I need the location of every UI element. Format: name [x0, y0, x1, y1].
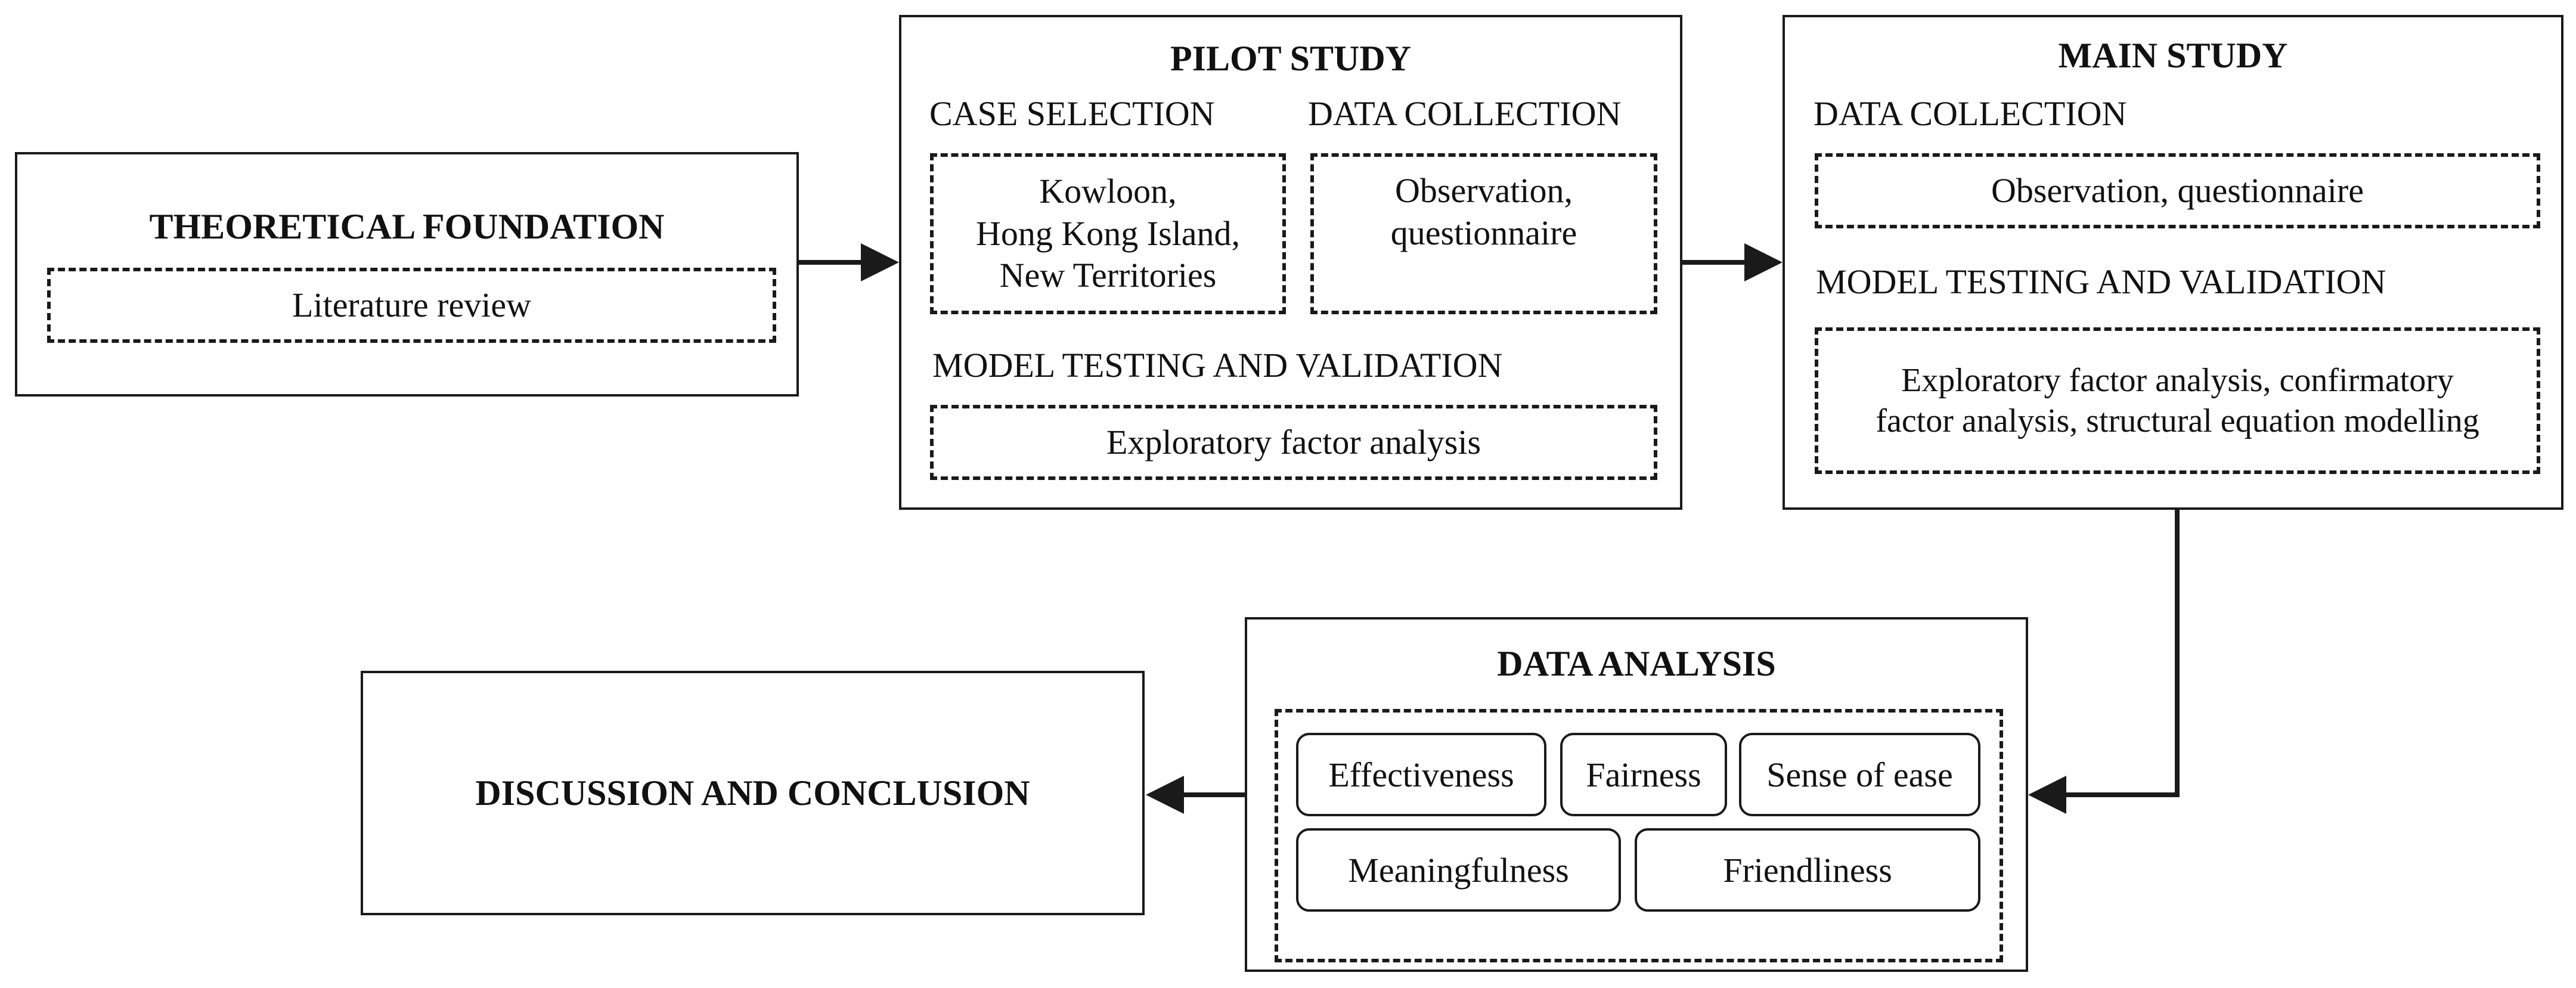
arrow-main-to-analysis	[2028, 510, 2180, 814]
theoretical-foundation-title: THEORETICAL FOUNDATION	[149, 207, 665, 246]
main-model-testing-heading: MODEL TESTING AND VALIDATION	[1816, 262, 2386, 301]
dimension-friendliness: Friendliness	[1635, 828, 1980, 912]
pilot-case-selection-heading: CASE SELECTION	[929, 94, 1215, 133]
pilot-model-testing-heading: MODEL TESTING AND VALIDATION	[932, 346, 1503, 385]
dimension-fairness: Fairness	[1560, 733, 1727, 816]
pilot-model-testing-text: Exploratory factor analysis	[1106, 422, 1481, 462]
pilot-data-collection-item: Observation, questionnaire	[1310, 153, 1657, 314]
main-model-testing-text: Exploratory factor analysis, confirmator…	[1876, 361, 2479, 439]
pilot-data-collection-heading: DATA COLLECTION	[1308, 94, 1622, 133]
literature-review-item: Literature review	[47, 268, 776, 343]
main-data-collection-item: Observation, questionnaire	[1815, 153, 2540, 228]
discussion-conclusion-box: DISCUSSION AND CONCLUSION	[361, 671, 1145, 915]
main-model-testing-item: Exploratory factor analysis, confirmator…	[1815, 327, 2540, 474]
pilot-case-selection-text: Kowloon, Hong Kong Island, New Territori…	[975, 171, 1240, 295]
main-study-box: MAIN STUDY DATA COLLECTION Observation, …	[1783, 15, 2563, 510]
dimension-effectiveness: Effectiveness	[1296, 733, 1546, 816]
data-analysis-dimensions-frame	[1275, 709, 2003, 962]
pilot-study-box: PILOT STUDY CASE SELECTION DATA COLLECTI…	[899, 15, 1682, 510]
theoretical-foundation-box: THEORETICAL FOUNDATION Literature review	[15, 152, 799, 397]
pilot-model-testing-item: Exploratory factor analysis	[930, 405, 1657, 480]
pilot-case-selection-item: Kowloon, Hong Kong Island, New Territori…	[930, 153, 1286, 314]
main-study-title: MAIN STUDY	[2058, 36, 2288, 75]
pilot-study-title: PILOT STUDY	[1170, 39, 1411, 78]
data-analysis-box: DATA ANALYSIS Effectiveness Fairness Sen…	[1245, 617, 2028, 972]
discussion-conclusion-title: DISCUSSION AND CONCLUSION	[475, 773, 1030, 813]
dimension-sense-of-ease: Sense of ease	[1739, 733, 1980, 816]
literature-review-text: Literature review	[292, 285, 531, 324]
pilot-data-collection-text: Observation, questionnaire	[1390, 171, 1577, 252]
main-data-collection-heading: DATA COLLECTION	[1814, 94, 2127, 133]
data-analysis-title: DATA ANALYSIS	[1497, 644, 1776, 683]
dimension-meaningfulness: Meaningfulness	[1296, 828, 1621, 912]
main-data-collection-text: Observation, questionnaire	[1991, 171, 2364, 210]
